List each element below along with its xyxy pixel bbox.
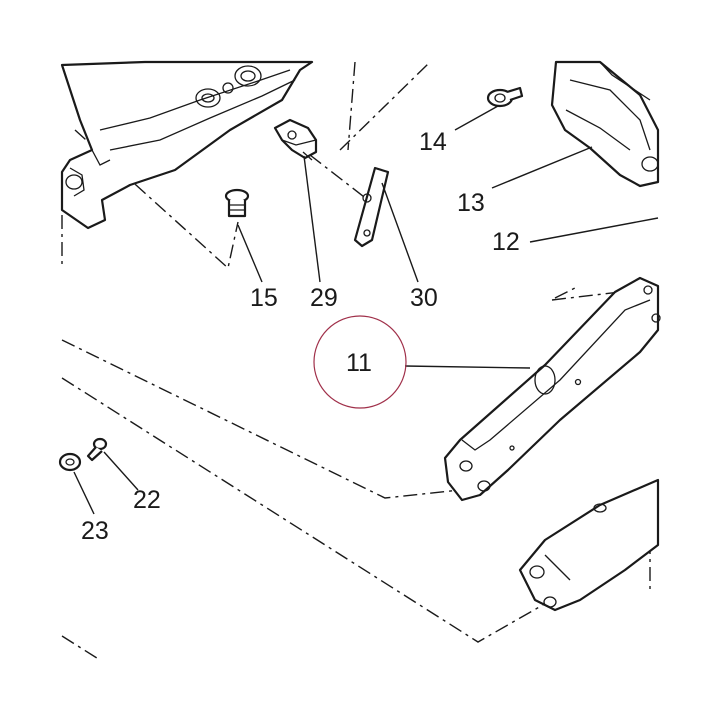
part-29-bracket xyxy=(273,118,318,161)
part-22-bolt xyxy=(86,437,108,462)
callout-15[interactable]: 15 xyxy=(250,284,278,312)
callout-22[interactable]: 22 xyxy=(133,486,161,514)
callout-11-highlight-circle[interactable] xyxy=(313,315,407,409)
frame-bracket-upper-left xyxy=(60,60,314,230)
part-23-washer xyxy=(58,452,82,472)
callout-12[interactable]: 12 xyxy=(492,228,520,256)
part-13-arm xyxy=(550,60,660,188)
part-14-screw xyxy=(486,86,524,108)
callout-30[interactable]: 30 xyxy=(410,284,438,312)
leader-lines xyxy=(73,105,659,515)
callout-23[interactable]: 23 xyxy=(81,517,109,545)
part-15-bolt xyxy=(224,188,250,218)
callout-29[interactable]: 29 xyxy=(310,284,338,312)
callout-14[interactable]: 14 xyxy=(419,128,447,156)
part-11-arm xyxy=(443,276,661,502)
callout-11[interactable]: 11 xyxy=(346,349,372,377)
callout-13[interactable]: 13 xyxy=(457,189,485,217)
part-30-plate xyxy=(353,166,390,248)
lower-frame-tube xyxy=(518,478,660,612)
